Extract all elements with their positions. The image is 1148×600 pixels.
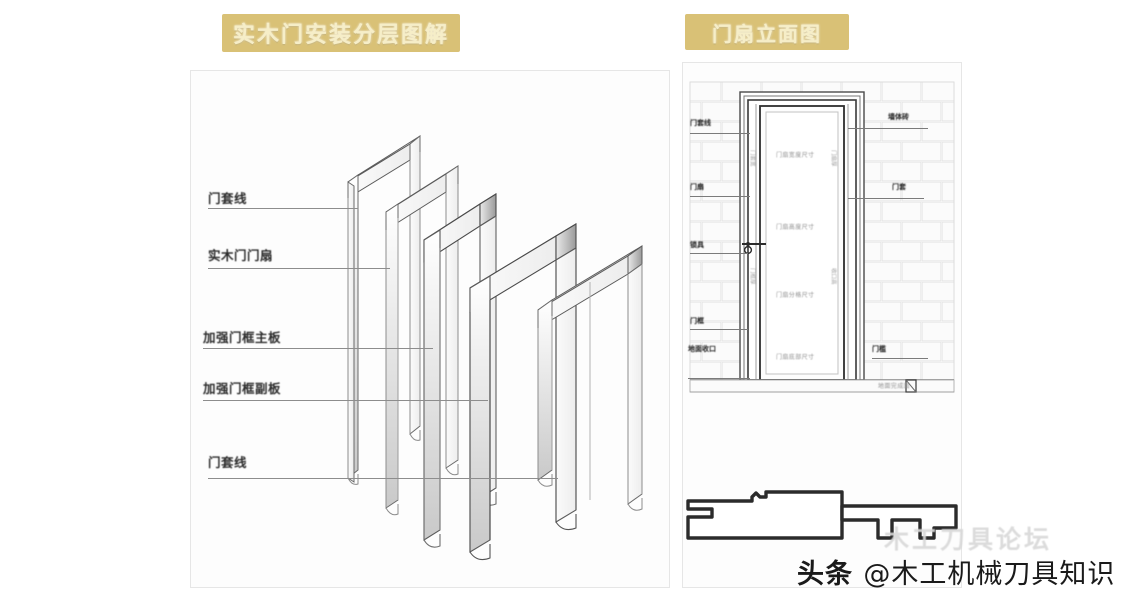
elevation-left-leader-3 (690, 329, 748, 330)
watermark-prefix: 头条 (797, 559, 853, 590)
door-panel-dimension-1: 门扇高度尺寸 (776, 224, 815, 231)
faint-watermark: 木工刀具论坛 (884, 525, 1053, 554)
floor-note: 地面完成面 (878, 383, 911, 390)
door-leaf (759, 105, 845, 381)
profile-casing-left (686, 490, 844, 540)
elevation-left-label-1: 门扇 (690, 183, 704, 191)
stile-dimension-1: 门框厚 (749, 268, 755, 285)
stile-dimension-3: 收口高 (830, 268, 836, 285)
elevation-right-leader-2 (872, 358, 928, 359)
elevation-right-label-1: 门套 (892, 183, 906, 191)
exploded-leader-3 (203, 400, 488, 401)
exploded-label-0: 门套线 (208, 191, 248, 206)
door-panel-dimension-0: 门扇宽度尺寸 (776, 152, 815, 159)
exploded-layer-casing-outer (347, 134, 421, 485)
exploded-label-1: 实木门门扇 (208, 248, 274, 263)
profile-section-drawing (686, 490, 958, 540)
exploded-leader-0 (208, 208, 358, 209)
elevation-left-label-4: 地面收口 (688, 345, 716, 353)
banner-exploded-title: 实木门安装分层图解 (222, 14, 460, 52)
elevation-left-leader-1 (690, 196, 750, 197)
door-handle-icon (742, 242, 766, 255)
elevation-right-label-2: 门槛 (872, 345, 886, 353)
source-watermark: 头条 @木工机械刀具知识 (797, 552, 1115, 591)
elevation-left-leader-2 (690, 253, 748, 254)
floor-line (689, 379, 955, 393)
profile-frame-right (840, 504, 958, 540)
elevation-left-label-3: 门框 (690, 317, 704, 325)
exploded-view-drawing (347, 134, 643, 561)
exploded-leader-1 (208, 268, 390, 269)
elevation-left-leader-0 (690, 133, 750, 134)
exploded-leader-2 (203, 348, 433, 349)
stile-dimension-2: 门扇厚 (830, 150, 836, 167)
elevation-view-drawing (689, 81, 955, 393)
exploded-label-2: 加强门框主板 (203, 330, 282, 345)
elevation-right-leader-0 (848, 128, 928, 129)
door-panel-dimension-2: 门扇分格尺寸 (776, 292, 815, 299)
exploded-label-3: 加强门框副板 (203, 381, 282, 396)
exploded-layer-casing-inner (537, 245, 643, 511)
elevation-left-label-2: 锁具 (690, 241, 704, 249)
exploded-layer-door-leaf (385, 165, 459, 516)
exploded-layer-frame-sub (469, 223, 577, 561)
door-panel-dimension-3: 门扇底部尺寸 (776, 354, 815, 361)
elevation-left-label-0: 门套线 (690, 119, 711, 127)
banner-elevation-title: 门扇立面图 (685, 14, 849, 50)
stile-dimension-0: 门套宽 (749, 150, 755, 167)
exploded-label-4: 门套线 (208, 455, 248, 470)
elevation-right-leader-1 (848, 198, 924, 199)
watermark-handle: @木工机械刀具知识 (863, 559, 1116, 590)
exploded-leader-4 (208, 478, 558, 479)
elevation-right-label-0: 墙体砖 (888, 113, 909, 121)
elevation-left-leader-4 (688, 378, 750, 379)
